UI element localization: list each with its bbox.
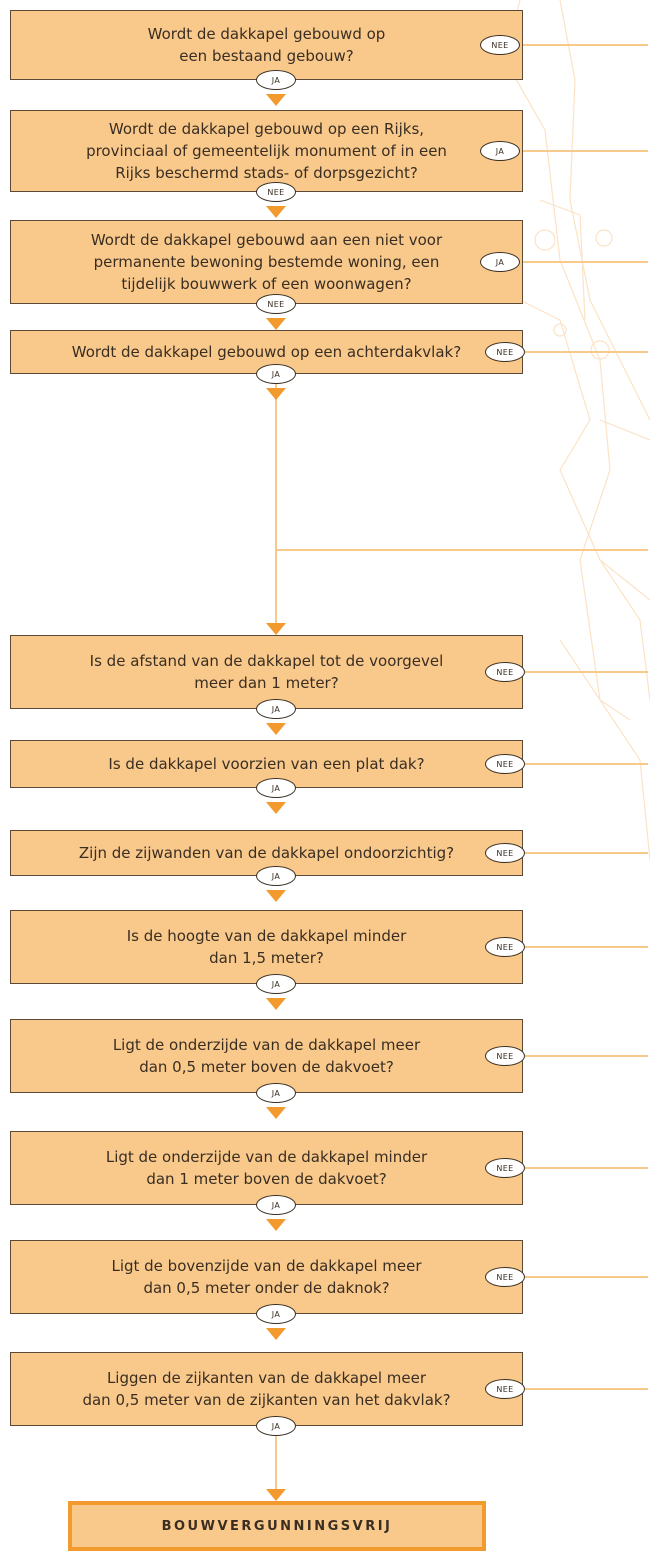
question-text: Ligt de onderzijde van de dakkapel meer … xyxy=(112,1036,421,1076)
question-text: Wordt de dakkapel gebouwd op een achterd… xyxy=(71,343,462,361)
question-box: Is de hoogte van de dakkapel minder dan … xyxy=(10,910,523,984)
question-box: Ligt de onderzijde van de dakkapel minde… xyxy=(10,1131,523,1205)
continue-label: JA xyxy=(256,1195,296,1215)
branch-label: NEE xyxy=(485,754,525,774)
continue-label: JA xyxy=(256,1304,296,1324)
arrow-head xyxy=(266,890,286,902)
branch-label: NEE xyxy=(485,843,525,863)
arrow-head xyxy=(266,1489,286,1501)
question-text: Wordt de dakkapel gebouwd op een bestaan… xyxy=(147,25,386,65)
question-box: Wordt de dakkapel gebouwd op een Rijks, … xyxy=(10,110,523,192)
question-box: Wordt de dakkapel gebouwd op een achterd… xyxy=(10,330,523,374)
branch-label: NEE xyxy=(485,1379,525,1399)
arrow-head xyxy=(266,388,286,400)
connectors xyxy=(266,44,648,1501)
result-box: BOUWVERGUNNINGSVRIJ xyxy=(68,1501,486,1551)
branch-label: NEE xyxy=(485,937,525,957)
question-text: Ligt de bovenzijde van de dakkapel meer … xyxy=(111,1257,422,1297)
question-text: Is de afstand van de dakkapel tot de voo… xyxy=(89,652,444,692)
continue-label: JA xyxy=(256,699,296,719)
branch-label: JA xyxy=(480,252,520,272)
background-sketch xyxy=(504,0,650,861)
branch-label: JA xyxy=(480,141,520,161)
continue-label: JA xyxy=(256,974,296,994)
branch-label: NEE xyxy=(485,1158,525,1178)
question-text: Zijn de zijwanden van de dakkapel ondoor… xyxy=(78,844,455,862)
arrow-head xyxy=(266,623,286,635)
arrow-head xyxy=(266,1328,286,1340)
question-text: Is de dakkapel voorzien van een plat dak… xyxy=(108,755,425,773)
arrow-head xyxy=(266,1107,286,1119)
continue-label: JA xyxy=(256,866,296,886)
question-text: Liggen de zijkanten van de dakkapel meer… xyxy=(82,1369,451,1409)
arrow-head xyxy=(266,1219,286,1231)
result-label: BOUWVERGUNNINGSVRIJ xyxy=(161,1518,393,1534)
arrow-head xyxy=(266,318,286,330)
branch-label: NEE xyxy=(485,662,525,682)
arrow-head xyxy=(266,206,286,218)
continue-label: JA xyxy=(256,70,296,90)
continue-label: JA xyxy=(256,778,296,798)
continue-label: JA xyxy=(256,1083,296,1103)
branch-label: NEE xyxy=(485,1267,525,1287)
arrow-head xyxy=(266,998,286,1010)
arrow-head xyxy=(266,723,286,735)
question-text: Wordt de dakkapel gebouwd aan een niet v… xyxy=(90,231,443,293)
branch-label: NEE xyxy=(480,35,520,55)
continue-label: NEE xyxy=(256,182,296,202)
question-box: Liggen de zijkanten van de dakkapel meer… xyxy=(10,1352,523,1426)
continue-label: JA xyxy=(256,364,296,384)
question-box: Wordt de dakkapel gebouwd op een bestaan… xyxy=(10,10,523,80)
continue-label: NEE xyxy=(256,294,296,314)
arrow-head xyxy=(266,94,286,106)
question-box: Is de afstand van de dakkapel tot de voo… xyxy=(10,635,523,709)
arrow-head xyxy=(266,802,286,814)
continue-label: JA xyxy=(256,1416,296,1436)
branch-label: NEE xyxy=(485,1046,525,1066)
question-box: Ligt de onderzijde van de dakkapel meer … xyxy=(10,1019,523,1093)
branch-label: NEE xyxy=(485,342,525,362)
question-box: Ligt de bovenzijde van de dakkapel meer … xyxy=(10,1240,523,1314)
question-text: Is de hoogte van de dakkapel minder dan … xyxy=(126,927,407,967)
question-box: Wordt de dakkapel gebouwd aan een niet v… xyxy=(10,220,523,304)
question-text: Wordt de dakkapel gebouwd op een Rijks, … xyxy=(86,120,447,182)
question-text: Ligt de onderzijde van de dakkapel minde… xyxy=(105,1148,428,1188)
